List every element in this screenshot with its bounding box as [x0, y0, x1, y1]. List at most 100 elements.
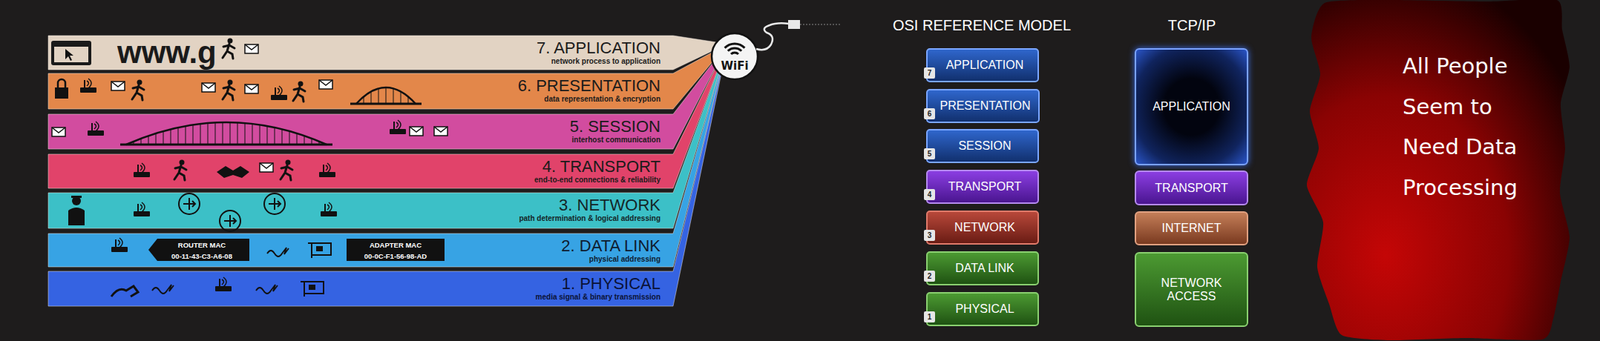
wireless-device-icon — [133, 202, 150, 217]
wireless-device-icon — [215, 277, 232, 292]
layer-number-badge: 6 — [923, 108, 936, 120]
mac-tag-shape — [148, 238, 250, 262]
layer-name: NETWORK — [943, 221, 1022, 235]
running-figure-icon — [132, 80, 144, 101]
osi-layer-band: 6. PRESENTATIONdata representation & enc… — [48, 73, 674, 110]
router-icon — [264, 193, 285, 215]
layer-number-badge: 2 — [923, 270, 936, 283]
wifi-text: WiFi — [720, 59, 749, 73]
layer-title: 7. APPLICATION — [536, 38, 661, 58]
layer-name: SESSION — [947, 139, 1017, 153]
url-text: www.g — [117, 34, 217, 71]
layer-title: 2. DATA LINK — [561, 236, 661, 256]
layer-subtitle: end-to-end connections & reliability — [534, 175, 661, 185]
layer-subtitle: data representation & encryption — [517, 94, 661, 104]
tcpip-layer-box: APPLICATION — [1134, 48, 1249, 166]
layer-name: INTERNET — [1162, 221, 1222, 236]
layer-title: 4. TRANSPORT — [534, 157, 661, 176]
wireless-signal-icon — [256, 284, 278, 294]
wireless-device-icon — [133, 163, 150, 178]
osi-layer-box: 5 SESSION — [926, 129, 1039, 164]
band-text: 3. NETWORKpath determination & logical a… — [518, 195, 661, 224]
layer-name: TRANSPORT — [1154, 181, 1228, 196]
mac-address: 00-11-43-C3-A6-08 — [171, 252, 233, 261]
layer-number-badge: 4 — [923, 189, 936, 201]
running-figure-icon — [293, 81, 306, 103]
wireless-device-icon — [111, 238, 128, 253]
layer-title: 3. NETWORK — [518, 195, 661, 215]
tcpip-layer-box: NETWORK ACCESS — [1134, 252, 1249, 328]
osi-layer-box: 3 NETWORK — [926, 210, 1039, 245]
layer-number-badge: 5 — [923, 148, 936, 160]
wireless-device-icon — [80, 78, 97, 93]
lock-icon — [54, 79, 69, 99]
handshake-icon — [216, 166, 250, 179]
envelope-icon — [409, 126, 424, 136]
wireless-device-icon — [319, 163, 336, 178]
layer-subtitle: network process to application — [536, 57, 661, 67]
mnemonic-text: All People Seem to Need Data Processing — [1402, 46, 1518, 208]
osi-layer-box: 4TRANSPORT — [926, 169, 1039, 205]
envelope-icon — [201, 83, 216, 93]
running-figure-icon — [222, 80, 235, 101]
layer-title: 5. SESSION — [569, 117, 661, 136]
band-text: 5. SESSIONinterhost communication — [569, 117, 661, 145]
osi-layer-box: 6PRESENTATION — [926, 89, 1040, 124]
wireless-signal-icon — [152, 284, 174, 294]
wireless-device-icon — [87, 121, 104, 136]
mac-label: ROUTER MAC — [178, 241, 226, 250]
bridge-icon — [120, 122, 333, 145]
layer-number-badge: 3 — [923, 230, 936, 242]
osi-layer-box: 2 DATA LINK — [926, 251, 1039, 286]
osi-band-fan — [48, 35, 722, 307]
cable-plug-icon — [756, 20, 841, 50]
layer-subtitle: media signal & binary transmission — [535, 293, 661, 303]
layer-subtitle: physical addressing — [561, 255, 661, 265]
bridge-icon — [350, 87, 422, 104]
layer-name: TRANSPORT — [938, 180, 1028, 194]
layer-name: PRESENTATION — [929, 99, 1036, 113]
envelope-icon — [319, 80, 333, 90]
layer-number-badge: 7 — [923, 67, 936, 79]
band-text: 6. PRESENTATIONdata representation & enc… — [517, 76, 661, 104]
band-text: 7. APPLICATIONnetwork process to applica… — [536, 38, 661, 67]
band-text: 4. TRANSPORTend-to-end connections & rel… — [534, 157, 661, 185]
mac-tag-shape — [346, 238, 445, 262]
layer-title: 6. PRESENTATION — [517, 76, 661, 95]
adapter-card-icon — [300, 282, 324, 297]
layer-subtitle: interhost communication — [569, 135, 661, 145]
wireless-device-icon — [320, 202, 337, 217]
osi-layer-band: 4. TRANSPORTend-to-end connections & rel… — [48, 154, 674, 189]
layer-subtitle: path determination & logical addressing — [518, 214, 661, 224]
tcpip-layer-box: TRANSPORT — [1134, 170, 1249, 206]
layer-name: DATA LINK — [944, 261, 1020, 276]
band-shape — [48, 65, 722, 268]
band-shape — [48, 35, 722, 70]
running-figure-icon — [222, 38, 235, 60]
osi-layer-box: 1PHYSICAL — [926, 292, 1039, 327]
blob-shape — [1300, 0, 1572, 341]
wireless-device-icon — [389, 120, 406, 135]
column-heading: TCP/IP — [1168, 17, 1216, 35]
osi-layer-band: 3. NETWORKpath determination & logical a… — [48, 192, 674, 229]
band-shape — [48, 69, 722, 307]
envelope-icon — [51, 127, 66, 137]
column-heading: OSI REFERENCE MODEL — [892, 17, 1071, 35]
layer-name: APPLICATION — [935, 58, 1031, 72]
osi-layer-box: 7APPLICATION — [926, 48, 1039, 83]
browser-window-icon — [51, 40, 92, 66]
osi-layer-band: 1. PHYSICALmedia signal & binary transmi… — [48, 271, 674, 307]
envelope-icon — [434, 126, 448, 136]
tcpip-layer-box: INTERNET — [1134, 211, 1249, 246]
running-figure-icon — [174, 160, 187, 182]
osi-layer-band: 2. DATA LINKphysical addressing — [48, 233, 674, 268]
layer-title: 1. PHYSICAL — [535, 274, 661, 294]
envelope-icon — [244, 84, 259, 94]
layer-name: NETWORK ACCESS — [1142, 276, 1241, 304]
mac-label: ADAPTER MAC — [369, 241, 422, 250]
adapter-card-icon — [307, 243, 331, 259]
band-shape — [48, 56, 722, 189]
envelope-icon — [259, 163, 274, 173]
band-shape — [48, 60, 722, 229]
